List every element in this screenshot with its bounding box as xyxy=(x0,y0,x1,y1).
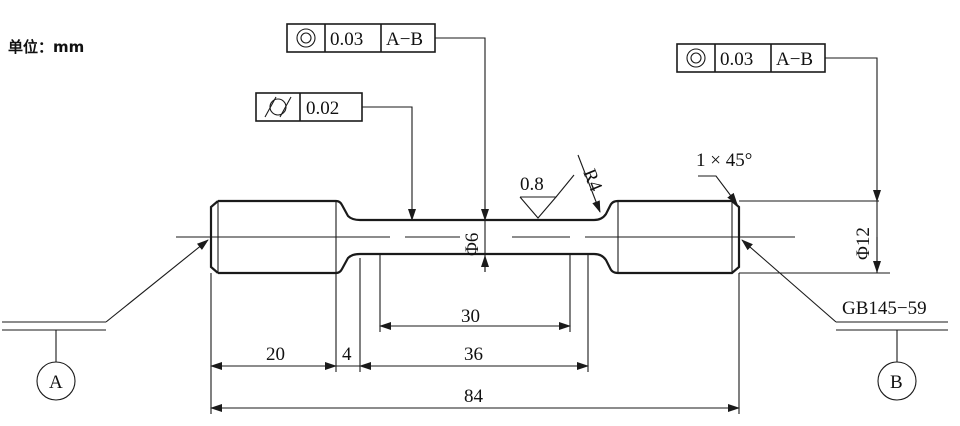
datum-b-label: B xyxy=(890,372,903,393)
dim-30: 30 xyxy=(461,306,480,327)
specimen-outline xyxy=(176,199,795,275)
concentricity-icon xyxy=(296,28,316,48)
roughness-symbol: 0.8 xyxy=(519,174,575,219)
dim-84: 84 xyxy=(464,386,484,407)
concentricity-frame-top: 0.03 A−B xyxy=(286,23,489,221)
unit-label: 单位：mm xyxy=(8,38,84,56)
cylindricity-icon xyxy=(264,96,292,118)
diameter-small-label: Φ6 xyxy=(462,233,483,256)
concentricity-frame-right: 0.03 A−B xyxy=(676,43,881,202)
radius-callout: R4 xyxy=(577,154,606,213)
concentricity-right-datum: A−B xyxy=(776,49,813,70)
radius-label: R4 xyxy=(578,166,606,195)
cylindricity-value: 0.02 xyxy=(306,98,339,119)
concentricity-datum: A−B xyxy=(386,29,423,50)
cylindricity-frame: 0.02 xyxy=(255,92,416,221)
concentricity-icon-right xyxy=(686,48,706,68)
standard-label: GB145−59 xyxy=(842,298,927,319)
concentricity-value: 0.03 xyxy=(330,29,363,50)
dim-20: 20 xyxy=(266,344,285,365)
chamfer-callout: 1 × 45° xyxy=(696,150,879,205)
datum-a-callout: A xyxy=(2,239,209,401)
diameter-large-label: Φ12 xyxy=(853,227,874,260)
datum-b-callout: B GB145−59 xyxy=(741,239,948,401)
chamfer-label: 1 × 45° xyxy=(696,150,752,171)
dim-36: 36 xyxy=(464,344,483,365)
diameter-small-dim: Φ6 xyxy=(462,200,489,272)
dimension-lines: 30 20 4 36 84 xyxy=(210,254,740,414)
datum-a-label: A xyxy=(49,372,63,393)
dim-4: 4 xyxy=(342,344,352,365)
concentricity-right-value: 0.03 xyxy=(720,49,753,70)
roughness-value: 0.8 xyxy=(520,174,544,195)
diameter-large-dim: Φ12 xyxy=(739,201,890,274)
